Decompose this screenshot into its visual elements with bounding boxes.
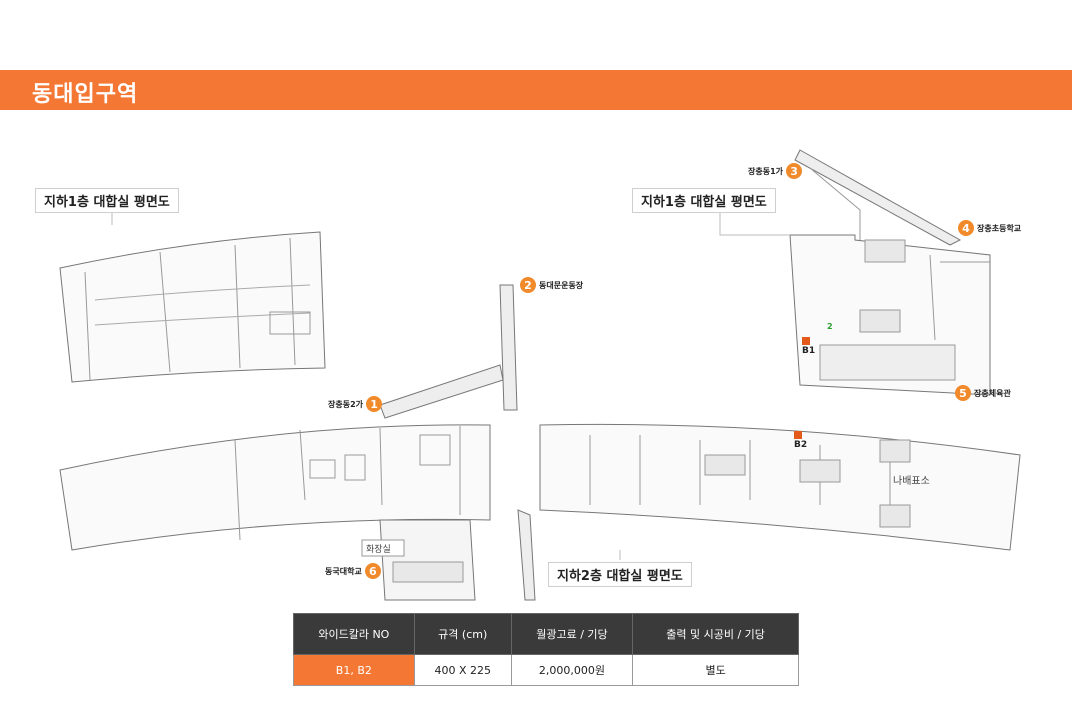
column-header: 와이드칼라 NO (293, 613, 415, 655)
ticket-office-label: 나배표소 (893, 476, 930, 487)
table-cell: B1, B2 (293, 654, 415, 686)
exit-name: 장충체육관 (974, 388, 1011, 398)
plan-label-b2: 지하2층 대합실 평면도 (548, 562, 692, 587)
ad-marker-b2 (794, 431, 802, 439)
exit-1: 장충동2가 1 (325, 396, 383, 412)
table-header-row: 와이드칼라 NO 규격 (cm) 월광고료 / 기당 출력 및 시공비 / 기당 (293, 613, 799, 655)
column-header: 출력 및 시공비 / 기당 (632, 613, 799, 655)
column-header: 월광고료 / 기당 (510, 613, 634, 655)
header-bar: 동대입구역 (0, 70, 1072, 110)
table-cell: 별도 (632, 654, 799, 686)
exit-4: 4 장충초등학교 (958, 220, 1024, 236)
table-row: B1, B2 400 X 225 2,000,000원 별도 (293, 654, 799, 686)
exit-name: 동국대학교 (325, 566, 362, 576)
plan-label-b1-left: 지하1층 대합실 평면도 (35, 188, 179, 213)
ad-label-b2: B2 (794, 440, 808, 450)
exit-name: 장충동2가 (328, 399, 364, 409)
exit-3: 장충동1가 3 (745, 163, 803, 179)
page-title: 동대입구역 (32, 82, 139, 107)
plan-label-b1-right: 지하1층 대합실 평면도 (632, 188, 776, 213)
exit-number-badge: 1 (366, 396, 383, 412)
table-cell: 400 X 225 (413, 654, 512, 686)
exit-name: 장충동1가 (748, 166, 784, 176)
table-cell: 2,000,000원 (510, 654, 634, 686)
exit-number-badge: 6 (364, 563, 381, 579)
ad-label-b1: B1 (802, 346, 816, 356)
exit-6: 동국대학교 6 (322, 563, 381, 579)
exit-name: 장충초등학교 (977, 223, 1022, 233)
exit-number-badge: 3 (786, 163, 803, 179)
restroom-label: 화장실 (366, 545, 391, 555)
exit-2: 2 동대문운동장 (520, 277, 586, 293)
exit-number-badge: 4 (958, 220, 974, 236)
exit-number-badge: 2 (520, 277, 536, 293)
ad-marker-b1 (802, 337, 810, 345)
exit-5: 5 장충체육관 (955, 385, 1014, 401)
exit-name: 동대문운동장 (539, 280, 584, 290)
column-header: 규격 (cm) (413, 613, 512, 655)
ad-price-table: 와이드칼라 NO 규격 (cm) 월광고료 / 기당 출력 및 시공비 / 기당… (293, 613, 799, 686)
exit-number-badge: 5 (955, 385, 971, 401)
green-mark: 2 (827, 322, 833, 331)
